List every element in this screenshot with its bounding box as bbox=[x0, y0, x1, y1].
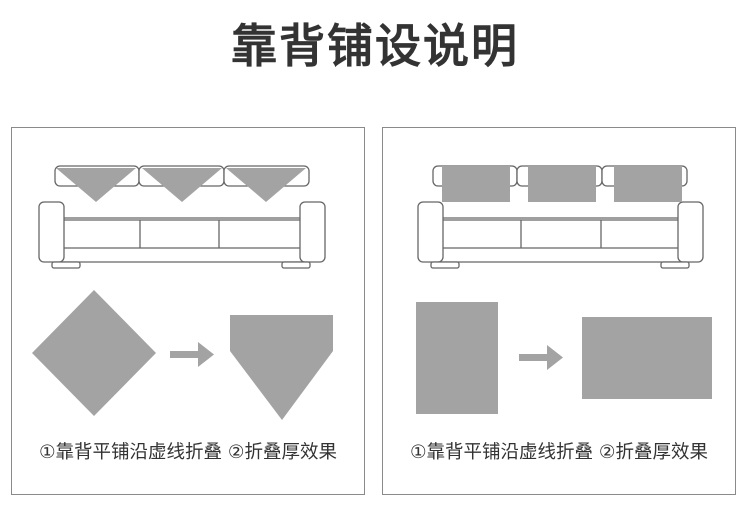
sofa-foot bbox=[660, 261, 690, 269]
backrest-cover-rect bbox=[614, 166, 682, 202]
panel-diagonal-method: ①靠背平铺沿虚线折叠 ②折叠厚效果 bbox=[11, 127, 365, 495]
arrow-right-icon bbox=[170, 342, 214, 367]
backrest-cover-triangle bbox=[142, 168, 222, 202]
sofa-foot bbox=[430, 261, 460, 269]
page-title: 靠背铺设说明 bbox=[231, 19, 519, 73]
backrest-covers-rectangular bbox=[442, 166, 682, 202]
backrest-covers-triangular bbox=[56, 168, 306, 202]
cover-folded-result bbox=[230, 315, 333, 420]
square-cover-flat bbox=[32, 290, 156, 416]
backrest-cover-triangle bbox=[226, 168, 306, 202]
flat-method-illustration bbox=[416, 165, 712, 414]
backrest-cover-triangle bbox=[56, 168, 136, 202]
sofa-foot bbox=[281, 261, 311, 269]
backrest-cover-rect bbox=[528, 166, 596, 202]
sofa-arm-right bbox=[299, 201, 326, 263]
diagonal-method-illustration bbox=[32, 165, 333, 420]
sofa-foot bbox=[51, 261, 81, 269]
sofa-arm-right bbox=[677, 201, 704, 263]
cover-folded-result bbox=[582, 317, 712, 399]
panel-caption: ①靠背平铺沿虚线折叠 ②折叠厚效果 bbox=[38, 442, 338, 463]
panel-caption: ①靠背平铺沿虚线折叠 ②折叠厚效果 bbox=[409, 442, 709, 463]
arrow-right-icon bbox=[519, 345, 563, 370]
sofa-arm-left bbox=[38, 201, 65, 263]
backrest-cover-rect bbox=[442, 166, 510, 202]
sofa-arm-left bbox=[417, 201, 444, 263]
rect-cover-flat bbox=[416, 302, 498, 414]
panel-flat-method: ①靠背平铺沿虚线折叠 ②折叠厚效果 bbox=[382, 127, 736, 495]
sofa-seat-body bbox=[432, 217, 689, 263]
sofa-seat-body bbox=[54, 217, 311, 263]
